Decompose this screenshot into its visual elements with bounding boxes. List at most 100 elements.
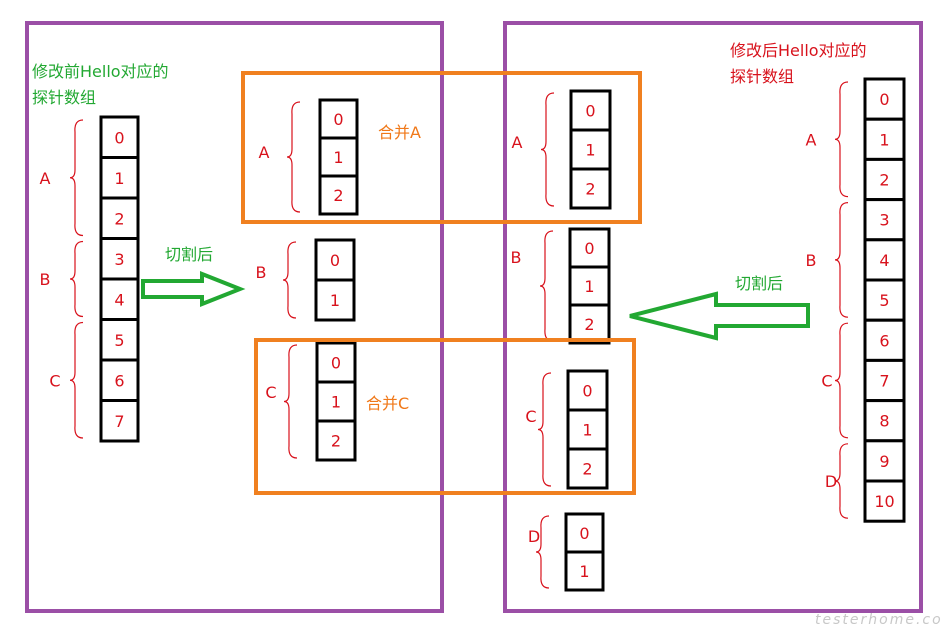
right-middle-group-d-label: D — [528, 527, 540, 546]
right-middle-group-a-brace — [540, 92, 555, 207]
left-panel-frame — [25, 21, 444, 613]
right-middle-group-c-cell-value: 2 — [582, 460, 592, 479]
left-segment-c-label: C — [49, 371, 60, 390]
right-middle-group-d-brace — [535, 515, 550, 589]
left-array-cell: 0 — [99, 115, 140, 159]
left-array-cell-box — [99, 399, 140, 443]
right-middle-group-a-cell-value: 2 — [585, 180, 595, 199]
right-middle-group-a-cell-value: 1 — [585, 141, 595, 160]
merge-a-label: 合并A — [378, 123, 421, 142]
right-middle-group-b-brace — [539, 230, 554, 342]
left-array-cell-value: 4 — [114, 290, 124, 309]
middle-group-b-cell-box — [314, 278, 356, 322]
middle-group-c-cell: 0 — [315, 341, 357, 384]
right-segment-b-label: B — [806, 251, 817, 270]
middle-group-a-label: A — [259, 143, 270, 162]
left-array-cell-value: 1 — [114, 169, 124, 188]
right-middle-group-a-cell: 1 — [569, 128, 612, 171]
middle-group-c-cell-value: 2 — [331, 432, 341, 451]
split-arrow-left-icon — [629, 291, 810, 341]
right-middle-group-d-cell-value: 1 — [579, 562, 589, 581]
left-panel-title-line1: 修改前Hello对应的 — [32, 62, 169, 81]
middle-group-a-cell-box — [318, 174, 359, 216]
right-middle-group-c-cell-box — [566, 369, 609, 412]
right-middle-group-b-cell-value: 2 — [584, 315, 594, 334]
right-array-cell-box — [863, 399, 906, 443]
right-array-cell-value: 9 — [879, 452, 889, 471]
split-arrow-right-icon — [141, 271, 246, 307]
right-array-cell-value: 4 — [879, 251, 889, 270]
right-middle-group-c-cell-value: 0 — [582, 382, 592, 401]
right-array-cell: 10 — [863, 479, 906, 523]
left-array-cell: 4 — [99, 277, 140, 321]
middle-group-b-cell: 1 — [314, 278, 356, 322]
middle-group-a-cell-value: 2 — [333, 186, 343, 205]
right-middle-group-b-cell: 0 — [568, 227, 611, 269]
left-array-cell-box — [99, 318, 140, 362]
middle-group-c-cell-box — [315, 341, 357, 384]
right-array-cell: 9 — [863, 439, 906, 483]
middle-group-b-cell: 0 — [314, 238, 356, 282]
middle-group-c-cell-box — [315, 419, 357, 462]
middle-group-c-cell-value: 1 — [331, 393, 341, 412]
middle-group-b-label: B — [256, 263, 267, 282]
left-array-cell-value: 3 — [114, 250, 124, 269]
right-middle-group-d-cell: 1 — [564, 550, 605, 592]
right-middle-group-a-cell: 0 — [569, 89, 612, 132]
middle-group-b-brace — [282, 241, 297, 319]
right-array-cell-value: 8 — [879, 412, 889, 431]
right-array-cell-box — [863, 157, 906, 202]
middle-group-b-cell-value: 0 — [330, 251, 340, 270]
left-array-cell-value: 0 — [114, 128, 124, 147]
left-array-cell-value: 7 — [114, 412, 124, 431]
right-array-cell: 1 — [863, 117, 906, 161]
right-array-cell: 0 — [863, 77, 906, 121]
right-middle-group-b-cell: 1 — [568, 265, 611, 307]
right-array-cell-value: 2 — [879, 171, 889, 190]
right-array-cell-box — [863, 238, 906, 282]
right-panel-title-line2: 探针数组 — [730, 67, 794, 86]
left-array-cell-value: 6 — [114, 371, 124, 390]
left-array-cell-box — [99, 237, 140, 281]
right-array-cell-box — [863, 479, 906, 523]
right-middle-group-a-cell-value: 0 — [585, 102, 595, 121]
middle-group-c-cell: 2 — [315, 419, 357, 462]
left-segment-a-brace — [69, 119, 84, 237]
right-panel-title-line1: 修改后Hello对应的 — [730, 41, 867, 60]
right-middle-group-c-cell: 0 — [566, 369, 609, 412]
merge-c-box — [254, 338, 636, 495]
left-segment-b-brace — [69, 240, 84, 318]
middle-group-c-cell: 1 — [315, 380, 357, 423]
left-array-cell: 1 — [99, 156, 140, 200]
right-middle-group-b-cell-box — [568, 227, 611, 269]
right-middle-group-a-cell-box — [569, 167, 612, 210]
right-middle-group-b-cell-value: 0 — [584, 239, 594, 258]
right-array-cell-value: 1 — [879, 130, 889, 149]
right-array-cell-value: 3 — [879, 211, 889, 230]
right-middle-group-d-cell: 0 — [564, 512, 605, 554]
right-array-cell: 3 — [863, 198, 906, 242]
left-array-cell-box — [99, 358, 140, 402]
left-array-cell: 7 — [99, 399, 140, 443]
right-array-cell-value: 0 — [879, 90, 889, 109]
right-segment-a-brace — [834, 81, 849, 198]
middle-group-c-label: C — [265, 383, 276, 402]
right-middle-group-c-cell-value: 1 — [582, 421, 592, 440]
left-array-cell: 6 — [99, 358, 140, 402]
middle-group-a-cell-value: 1 — [333, 148, 343, 167]
arrow-right-label: 切割后 — [735, 274, 783, 293]
left-array-cell: 2 — [99, 196, 140, 240]
middle-group-b-cell-value: 1 — [330, 291, 340, 310]
right-array-cell-value: 7 — [879, 372, 889, 391]
right-middle-group-d-cell-value: 0 — [579, 524, 589, 543]
middle-group-c-cell-value: 0 — [331, 354, 341, 373]
right-middle-group-c-label: C — [525, 407, 536, 426]
right-array-cell: 4 — [863, 238, 906, 282]
right-middle-group-a-cell: 2 — [569, 167, 612, 210]
right-array-cell-box — [863, 198, 906, 242]
right-array-cell: 2 — [863, 157, 906, 202]
right-middle-group-c-cell-box — [566, 408, 609, 451]
middle-group-a-cell-box — [318, 98, 359, 140]
right-middle-group-b-cell: 2 — [568, 303, 611, 345]
